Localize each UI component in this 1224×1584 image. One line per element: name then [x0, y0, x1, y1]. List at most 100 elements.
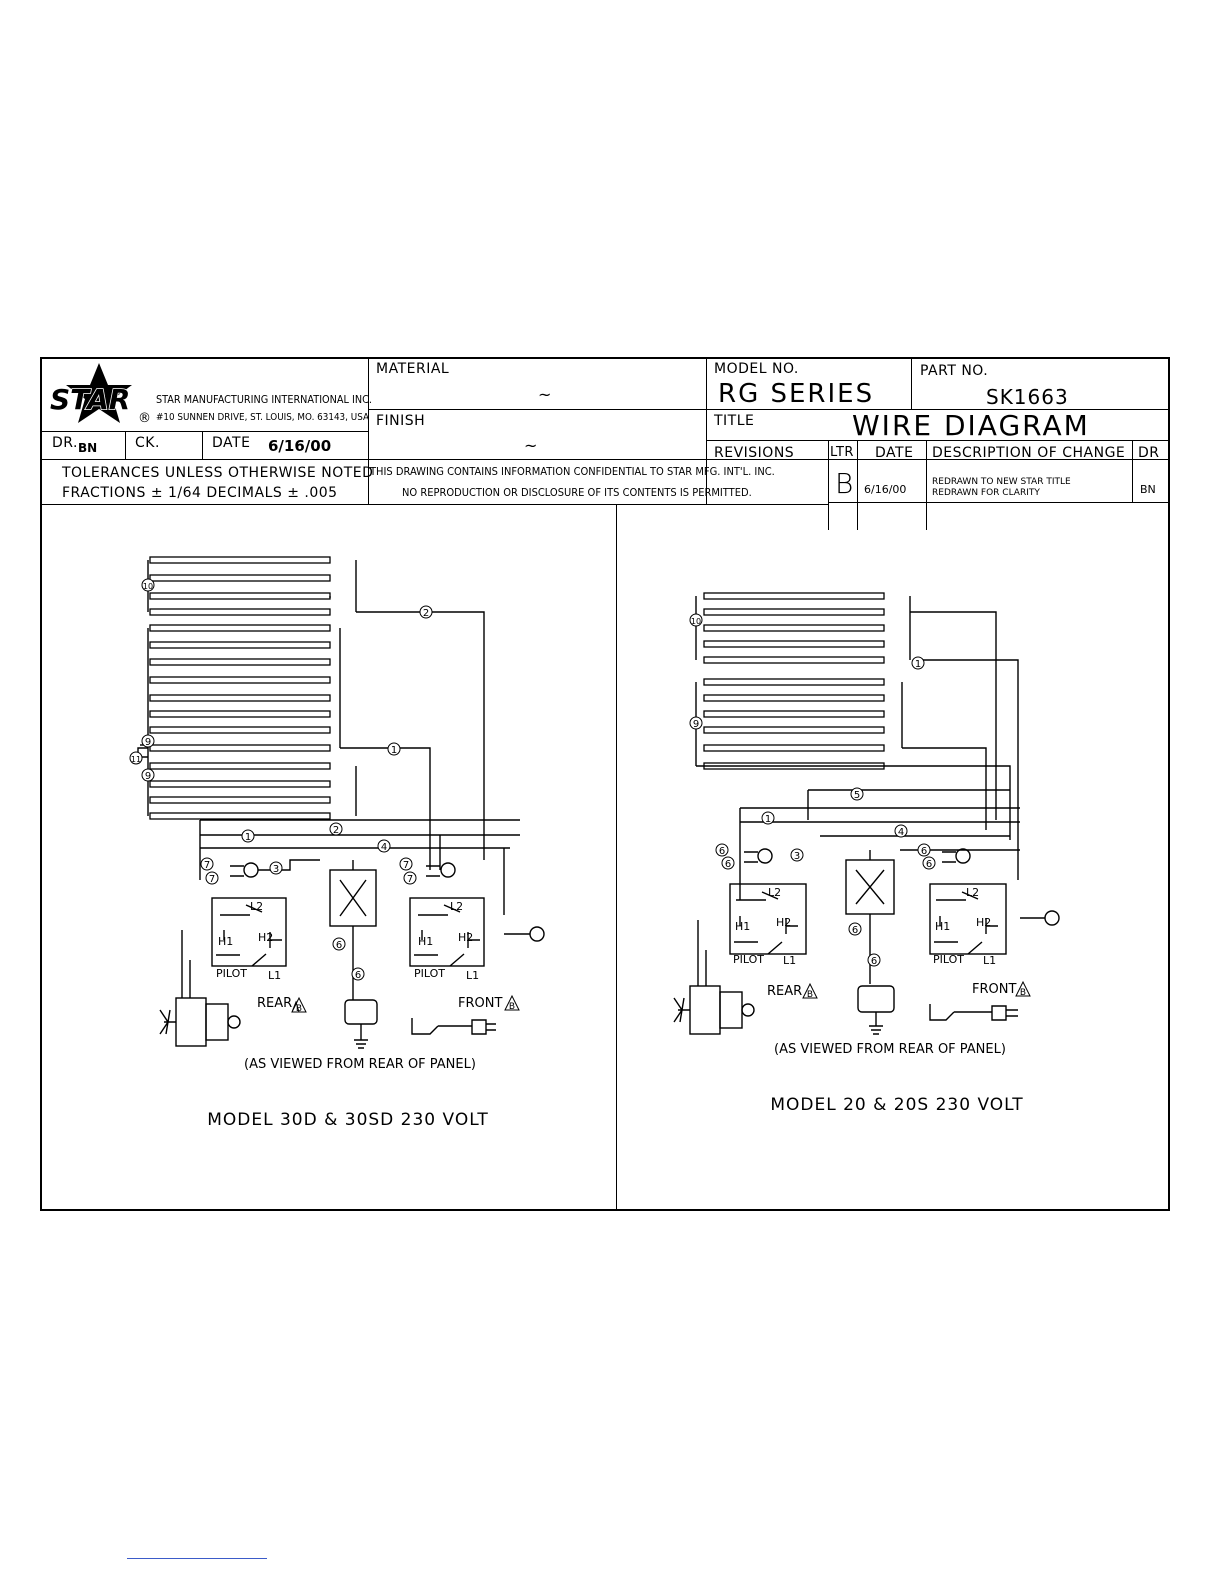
wire-number-2: 2: [423, 608, 429, 619]
finish-label: FINISH: [376, 413, 426, 429]
rev-date: 6/16/00: [864, 483, 907, 496]
divider: [368, 409, 1168, 410]
dr-label: DR.: [52, 435, 78, 451]
wire-number-6: 6: [336, 940, 342, 951]
wire-number-9: 9: [145, 737, 151, 748]
rev-description-1: REDRAWN TO NEW STAR TITLE: [932, 477, 1071, 487]
title-value: WIRE DIAGRAM: [852, 409, 1090, 442]
view-note-left: (AS VIEWED FROM REAR OF PANEL): [244, 1057, 476, 1072]
label-l1b-r: L1: [983, 954, 996, 967]
part-no-label: PART NO.: [920, 363, 989, 379]
rev-dr-header: DR: [1138, 445, 1160, 461]
title-label: TITLE: [714, 413, 755, 429]
company-name: STAR MANUFACTURING INTERNATIONAL INC.: [156, 393, 372, 406]
rev-description-2: REDRAWN FOR CLARITY: [932, 488, 1040, 498]
divider: [857, 440, 858, 530]
label-h1b-r: H1: [935, 920, 950, 933]
wire-number-3: 3: [273, 864, 279, 875]
wire-number-6-r: 6: [852, 925, 858, 936]
front-label: FRONT: [458, 996, 502, 1011]
wire-number-7c: 7: [403, 860, 409, 871]
wire-number-markers-left: 2 1 10 9 11 9 1 2 4 3 7 7 7 7 6 6: [129, 578, 433, 981]
rev-markers-right: B B: [802, 980, 1031, 1000]
footer-link-underline: [127, 1558, 267, 1559]
rev-triangle-icon: [1015, 980, 1031, 997]
rear-label: REAR: [257, 996, 292, 1011]
wire-number-7b-r: 6: [725, 859, 731, 870]
wire-number-1b: 1: [245, 832, 251, 843]
star-logo: STAR: [49, 363, 132, 423]
divider: [706, 359, 707, 504]
company-address: #10 SUNNEN DRIVE, ST. LOUIS, MO. 63143, …: [156, 412, 369, 423]
wire-number-4: 4: [381, 842, 387, 853]
wire-number-7d: 7: [407, 874, 413, 885]
rev-triangle-icon: [802, 982, 818, 999]
wire-number-1b-r: 1: [765, 814, 771, 825]
wire-number-11: 11: [131, 755, 141, 764]
part-no-value: SK1663: [986, 385, 1069, 409]
description-header: DESCRIPTION OF CHANGE: [932, 445, 1126, 461]
wire-number-6b-r: 6: [871, 956, 877, 967]
label-l2-r: L2: [768, 886, 781, 899]
label-h2b-r: H2: [976, 916, 991, 929]
tolerance-line-1: TOLERANCES UNLESS OTHERWISE NOTED: [62, 465, 374, 481]
divider: [926, 440, 927, 530]
diagram-left: [137, 556, 545, 1049]
label-pilot: PILOT: [216, 967, 247, 980]
material-label: MATERIAL: [376, 361, 450, 377]
confidential-line-1: THIS DRAWING CONTAINS INFORMATION CONFID…: [370, 465, 775, 478]
divider: [42, 504, 828, 505]
wire-number-7d-r: 6: [926, 859, 932, 870]
diagram-right: [673, 592, 1060, 1035]
logo-text: STAR: [50, 383, 130, 416]
rev-triangle-icon: [504, 994, 520, 1011]
label-pilot-r: PILOT: [733, 953, 764, 966]
confidential-line-2: NO REPRODUCTION OR DISCLOSURE OF ITS CON…: [402, 486, 752, 499]
wire-number-1: 1: [391, 745, 397, 756]
rev-mark-front: B: [509, 1002, 515, 1012]
divider: [828, 502, 1170, 503]
wire-number-markers-right: 10 1 9 5 1 4 3 6 6 6 6 6 6: [689, 613, 936, 967]
label-l2b-r: L2: [966, 886, 979, 899]
label-h1: H1: [218, 935, 233, 948]
rev-mark-rear: B: [296, 1004, 302, 1014]
wire-number-5-r: 5: [854, 790, 860, 801]
rev-date-header: DATE: [875, 445, 914, 461]
wire-number-7b: 7: [209, 874, 215, 885]
divider: [202, 431, 203, 459]
label-l2: L2: [250, 900, 263, 913]
rear-label-r: REAR: [767, 984, 802, 999]
divider: [42, 431, 368, 432]
wire-number-4-r: 4: [898, 827, 904, 838]
rev-markers-left: B B: [291, 994, 520, 1014]
label-h1-r: H1: [735, 920, 750, 933]
label-l1-r: L1: [783, 954, 796, 967]
caption-right: MODEL 20 & 20S 230 VOLT: [770, 1095, 1023, 1115]
divider: [828, 440, 829, 530]
heater-elements-right: [703, 592, 885, 770]
wire-number-2b: 2: [333, 825, 339, 836]
wire-number-9b: 9: [145, 771, 151, 782]
rev-letter: B: [835, 467, 854, 500]
label-h2b: H2: [458, 931, 473, 944]
finish-value: ~: [524, 436, 538, 455]
component-labels-left: L2 H1 H2 PILOT L1 L2 H1 H2 PILOT L1 REAR…: [216, 900, 502, 1011]
divider: [1132, 440, 1133, 502]
heater-elements-left: [149, 556, 331, 820]
component-labels-right: L2 H1 H2 PILOT L1 L2 H1 H2 PILOT L1 REAR…: [733, 886, 1016, 999]
wire-number-7c-r: 6: [921, 846, 927, 857]
wire-number-7-r: 6: [719, 846, 725, 857]
model-no-label: MODEL NO.: [714, 361, 799, 377]
star-shape-icon: [66, 363, 132, 423]
model-no-value: RG SERIES: [718, 379, 875, 409]
wire-number-6b: 6: [355, 970, 361, 981]
view-note-right: (AS VIEWED FROM REAR OF PANEL): [774, 1042, 1006, 1057]
wire-number-1-r: 1: [915, 659, 921, 670]
tolerance-line-2: FRACTIONS ± 1/64 DECIMALS ± .005: [62, 485, 338, 501]
rev-mark-front-r: B: [1020, 988, 1026, 998]
material-value: ~: [538, 385, 552, 404]
front-label-r: FRONT: [972, 982, 1016, 997]
label-l2b: L2: [450, 900, 463, 913]
label-l1: L1: [268, 969, 281, 982]
